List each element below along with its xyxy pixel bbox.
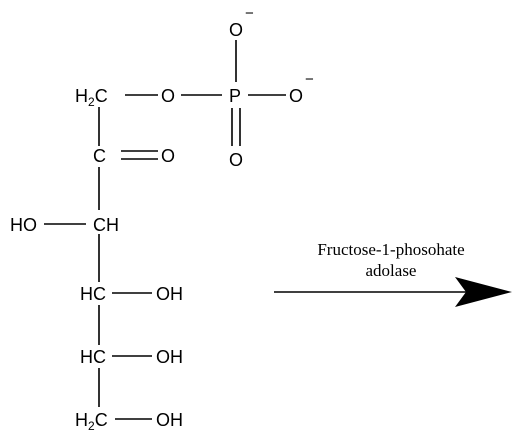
atom-oh-c5: OH: [156, 347, 183, 367]
enzyme-name-line1: Fructose-1-phosohate: [317, 240, 464, 259]
atom-labels: H2C O P O − O − O C O HO CH HC OH HC OH …: [10, 5, 314, 433]
atom-ch2-bottom: H2C: [75, 410, 108, 433]
charge-o-top: −: [245, 5, 254, 22]
atom-c3: CH: [93, 215, 119, 235]
atom-o-bottom: O: [229, 150, 243, 170]
reaction-arrow: [274, 277, 512, 307]
enzyme-label: Fructose-1-phosohate adolase: [317, 240, 464, 280]
atom-o-right: O: [289, 86, 303, 106]
atom-o-carbonyl: O: [161, 146, 175, 166]
bonds: [44, 40, 286, 420]
atom-o-top: O: [229, 20, 243, 40]
atom-oh-c4: OH: [156, 284, 183, 304]
atom-c4: HC: [80, 284, 106, 304]
atom-c-carbonyl: C: [93, 146, 106, 166]
atom-c5: HC: [80, 347, 106, 367]
atom-phosphorus: P: [229, 86, 241, 106]
charge-o-right: −: [305, 71, 314, 88]
atom-o-ester: O: [161, 86, 175, 106]
enzyme-name-line2: adolase: [366, 261, 417, 280]
atom-oh-c6: OH: [156, 410, 183, 430]
atom-ch2-top: H2C: [75, 86, 108, 109]
arrow-head: [455, 277, 512, 307]
atom-ho-left: HO: [10, 215, 37, 235]
